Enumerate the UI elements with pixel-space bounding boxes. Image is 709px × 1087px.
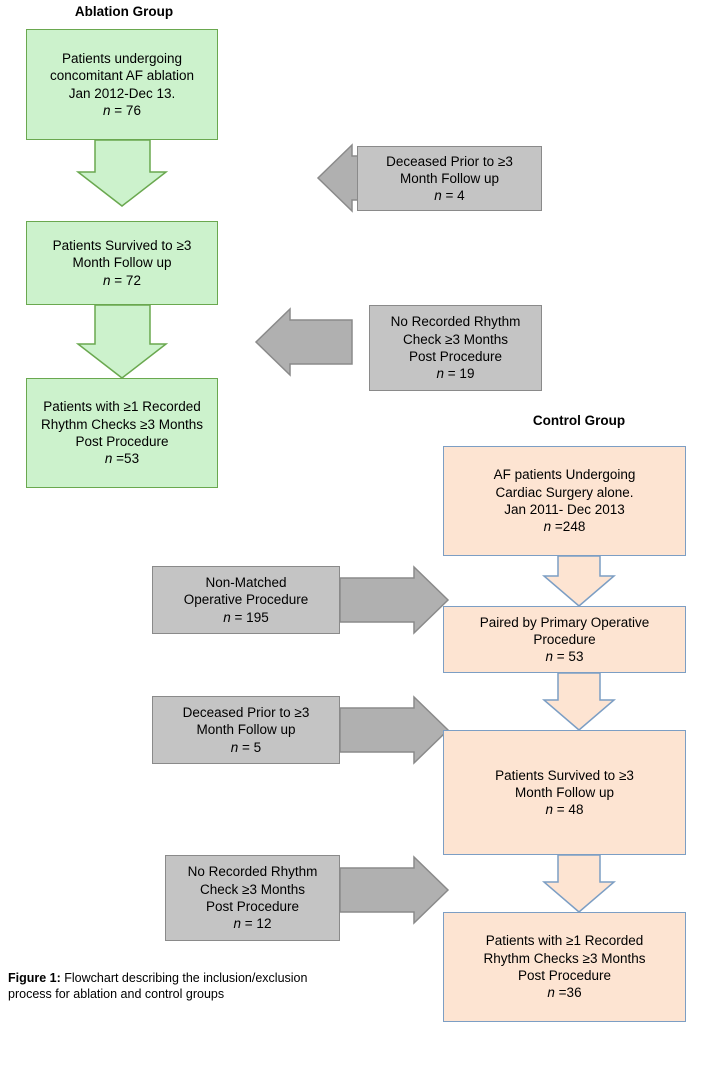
ablation-exclusion-deceased-n: n = 4: [434, 187, 464, 204]
n-symbol: n: [230, 739, 239, 755]
n-value: =36: [554, 985, 582, 1001]
ablation-exclusion-no-rhythm-line-3: Post Procedure: [408, 349, 503, 364]
n-value: = 4: [441, 188, 465, 204]
control-box-rhythm-n: n =36: [547, 984, 581, 1001]
control-box-paired-line-2: Procedure: [533, 631, 596, 647]
figure-caption-text: Flowchart describing the inclusion/exclu…: [8, 971, 308, 1002]
n-value: = 76: [110, 102, 141, 118]
control-box-paired-n: n = 53: [546, 648, 584, 665]
control-box-survived-line-2: Month Follow up: [514, 784, 615, 800]
control-exclusion-non-matched-n: n = 195: [223, 609, 268, 626]
control-box-paired-line-1: Paired by Primary Operative: [479, 614, 650, 630]
arrow-control-2: [541, 672, 617, 731]
control-exclusion-deceased: Deceased Prior to ≥3 Month Follow up n =…: [152, 696, 340, 764]
ablation-box-enrolled-line-3: Jan 2012-Dec 13.: [68, 85, 176, 101]
control-box-survived: Patients Survived to ≥3 Month Follow up …: [443, 730, 686, 855]
control-exclusion-no-rhythm-line-3: Post Procedure: [205, 899, 300, 914]
ablation-box-rhythm-line-3: Post Procedure: [75, 434, 169, 449]
arrow-exclusion-control-2: [339, 695, 450, 765]
control-exclusion-no-rhythm-n: n = 12: [234, 915, 272, 932]
n-value: = 72: [110, 272, 141, 288]
n-value: =53: [112, 451, 140, 467]
control-exclusion-deceased-line-1: Deceased Prior to ≥3: [182, 705, 310, 721]
ablation-exclusion-deceased-line-2: Month Follow up: [399, 170, 500, 186]
ablation-box-rhythm-line-1: Patients with ≥1 Recorded: [43, 399, 201, 415]
ablation-box-rhythm-n: n =53: [105, 450, 139, 467]
ablation-box-survived: Patients Survived to ≥3 Month Follow up …: [26, 221, 218, 305]
ablation-exclusion-no-rhythm-line-2: Check ≥3 Months: [403, 331, 508, 347]
n-symbol: n: [104, 451, 113, 467]
ablation-box-rhythm-checked: Patients with ≥1 Recorded Rhythm Checks …: [26, 378, 218, 488]
n-value: =248: [551, 519, 586, 535]
ablation-box-enrolled: Patients undergoing concomitant AF ablat…: [26, 29, 218, 140]
n-symbol: n: [436, 366, 445, 382]
control-group-title: Control Group: [532, 413, 626, 428]
ablation-box-rhythm-line-2: Rhythm Checks ≥3 Months: [41, 416, 203, 432]
ablation-box-survived-line-1: Patients Survived to ≥3: [52, 238, 192, 254]
arrow-exclusion-control-1: [339, 565, 450, 635]
arrow-ablation-2: [75, 304, 169, 379]
n-value: = 53: [553, 649, 584, 665]
control-exclusion-no-rhythm-line-2: Check ≥3 Months: [200, 881, 305, 897]
ablation-box-enrolled-n: n = 76: [103, 102, 141, 119]
arrow-exclusion-control-3: [339, 855, 450, 925]
n-value: = 5: [238, 739, 262, 755]
control-box-enrolled-line-1: AF patients Undergoing: [493, 467, 636, 483]
control-box-survived-n: n = 48: [546, 801, 584, 818]
control-box-enrolled-line-2: Cardiac Surgery alone.: [495, 484, 634, 500]
n-symbol: n: [103, 272, 111, 288]
control-box-enrolled: AF patients Undergoing Cardiac Surgery a…: [443, 446, 686, 556]
n-value: = 195: [230, 609, 269, 625]
n-symbol: n: [543, 519, 552, 535]
ablation-exclusion-deceased: Deceased Prior to ≥3 Month Follow up n =…: [357, 146, 542, 211]
arrow-control-1: [541, 555, 617, 607]
control-exclusion-no-rhythm: No Recorded Rhythm Check ≥3 Months Post …: [165, 855, 340, 941]
n-symbol: n: [545, 649, 554, 665]
ablation-box-enrolled-line-2: concomitant AF ablation: [49, 68, 195, 84]
control-box-enrolled-n: n =248: [544, 518, 586, 535]
control-exclusion-no-rhythm-line-1: No Recorded Rhythm: [187, 864, 318, 880]
control-exclusion-non-matched: Non-Matched Operative Procedure n = 195: [152, 566, 340, 634]
control-exclusion-deceased-n: n = 5: [231, 739, 261, 756]
ablation-exclusion-no-rhythm-n: n = 19: [437, 365, 475, 382]
arrow-control-3: [541, 854, 617, 913]
figure-caption-label: Figure 1:: [8, 971, 61, 985]
ablation-box-survived-n: n = 72: [103, 272, 141, 289]
figure-caption: Figure 1: Flowchart describing the inclu…: [8, 970, 308, 1003]
control-box-rhythm-line-3: Post Procedure: [517, 968, 612, 983]
control-exclusion-non-matched-line-2: Operative Procedure: [183, 592, 309, 608]
n-symbol: n: [103, 102, 111, 118]
n-symbol: n: [547, 985, 555, 1001]
ablation-box-survived-line-2: Month Follow up: [72, 255, 172, 271]
ablation-exclusion-deceased-line-1: Deceased Prior to ≥3: [386, 153, 513, 169]
ablation-exclusion-no-rhythm-line-1: No Recorded Rhythm: [390, 314, 521, 330]
n-value: = 48: [553, 802, 584, 818]
arrow-ablation-1: [75, 139, 169, 207]
n-value: = 12: [241, 916, 272, 932]
n-symbol: n: [545, 802, 554, 818]
control-box-enrolled-line-3: Jan 2011- Dec 2013: [504, 502, 625, 517]
ablation-box-enrolled-line-1: Patients undergoing: [61, 50, 183, 66]
control-box-rhythm-line-1: Patients with ≥1 Recorded: [485, 933, 644, 949]
ablation-group-title: Ablation Group: [74, 4, 174, 19]
control-box-rhythm-line-2: Rhythm Checks ≥3 Months: [483, 950, 646, 966]
control-box-survived-line-1: Patients Survived to ≥3: [495, 767, 634, 783]
ablation-exclusion-no-rhythm: No Recorded Rhythm Check ≥3 Months Post …: [369, 305, 542, 391]
arrow-exclusion-ablation-2: [254, 307, 353, 377]
n-value: = 19: [444, 366, 475, 382]
n-symbol: n: [223, 609, 231, 625]
control-box-rhythm-checked: Patients with ≥1 Recorded Rhythm Checks …: [443, 912, 686, 1022]
n-symbol: n: [233, 916, 242, 932]
n-symbol: n: [434, 188, 442, 204]
control-exclusion-deceased-line-2: Month Follow up: [196, 722, 296, 738]
control-exclusion-non-matched-line-1: Non-Matched: [205, 575, 287, 591]
control-box-paired: Paired by Primary Operative Procedure n …: [443, 606, 686, 673]
